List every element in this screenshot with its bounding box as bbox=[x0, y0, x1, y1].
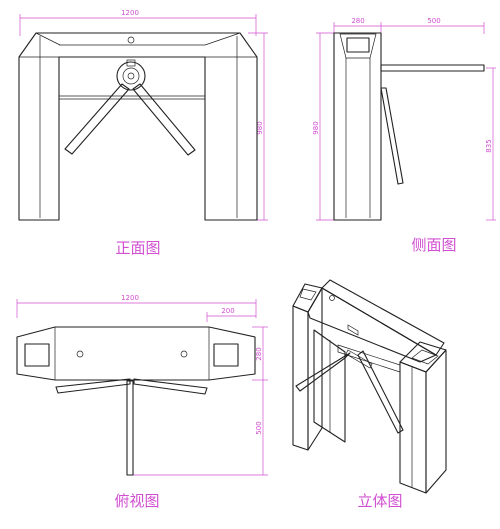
iso-top-beam bbox=[307, 279, 445, 363]
rotor-hub-icon bbox=[116, 61, 146, 91]
front-indicator-icon bbox=[127, 36, 135, 44]
front-width-label: 1200 bbox=[121, 9, 139, 17]
top-depth-label: 280 bbox=[255, 347, 263, 360]
top-right-bolt-icon bbox=[180, 350, 188, 358]
front-view: 1200 980 正面图 bbox=[18, 9, 268, 257]
iso-inner-frame bbox=[313, 329, 401, 443]
side-arms bbox=[380, 64, 485, 185]
iso-indicator-icon bbox=[329, 295, 335, 301]
top-width-label: 1200 bbox=[121, 294, 139, 302]
top-dimensions: 1200 200 280 500 bbox=[16, 294, 268, 476]
side-card-reader-icon bbox=[346, 37, 370, 53]
front-dimensions: 1200 980 bbox=[19, 9, 268, 221]
iso-right-post bbox=[399, 341, 447, 494]
side-view: 280 500 980 835 侧面图 bbox=[312, 17, 496, 254]
top-box-label: 200 bbox=[221, 307, 234, 315]
top-housing bbox=[16, 326, 256, 381]
top-left-bolt-icon bbox=[76, 350, 84, 358]
iso-lower-arm bbox=[357, 350, 404, 434]
side-arm-label: 500 bbox=[427, 17, 440, 25]
top-left-reader-icon bbox=[24, 343, 50, 367]
front-height-label: 980 bbox=[256, 121, 264, 134]
iso-arms bbox=[295, 349, 404, 434]
side-depth-label: 280 bbox=[351, 17, 364, 25]
front-view-caption: 正面图 bbox=[115, 239, 160, 257]
side-arm-height-label: 835 bbox=[485, 139, 493, 152]
iso-left-post bbox=[292, 283, 323, 451]
front-left-arm bbox=[64, 83, 130, 155]
top-arms bbox=[55, 378, 208, 476]
side-horizontal-arm bbox=[380, 64, 485, 72]
top-view-caption: 俯视图 bbox=[114, 492, 159, 510]
top-right-arm bbox=[133, 378, 208, 395]
side-height-label: 980 bbox=[312, 121, 320, 134]
top-right-reader-icon bbox=[213, 343, 239, 367]
side-housing bbox=[333, 32, 382, 221]
front-rotor bbox=[64, 59, 196, 156]
front-right-arm bbox=[132, 83, 196, 156]
top-front-arm bbox=[126, 380, 134, 476]
top-arm-label: 500 bbox=[255, 421, 263, 434]
iso-front-arm bbox=[295, 352, 351, 392]
iso-view-caption: 立体图 bbox=[357, 492, 402, 510]
side-lower-arm bbox=[380, 87, 404, 185]
side-view-caption: 侧面图 bbox=[411, 236, 456, 254]
top-left-arm bbox=[55, 378, 131, 394]
front-housing bbox=[18, 32, 258, 221]
isometric-view: 立体图 bbox=[292, 279, 447, 510]
top-view: 1200 200 280 500 俯视图 bbox=[16, 294, 268, 510]
side-dimensions: 280 500 980 835 bbox=[312, 17, 496, 221]
